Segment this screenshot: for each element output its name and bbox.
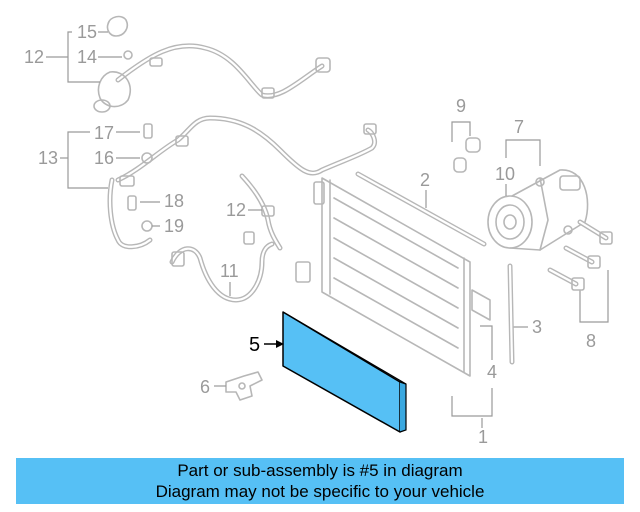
callout-1: 1 [478, 427, 488, 447]
receiver-drier [471, 289, 491, 321]
callout-group-condenser: 2 3 4 1 [420, 170, 542, 447]
banner-line-part: Part or sub-assembly is #5 in diagram [177, 461, 463, 480]
bolt [599, 231, 613, 245]
callout-6: 6 [200, 377, 210, 397]
valve-core [127, 195, 137, 211]
callout-3: 3 [532, 317, 542, 337]
callout-5: 5 [249, 334, 260, 356]
callout-15: 15 [77, 22, 97, 42]
o-ring-small [141, 152, 153, 164]
callout-11: 11 [220, 261, 239, 281]
middle-pipe-assembly [107, 115, 377, 250]
service-valve-cap [106, 15, 129, 37]
info-banner: Part or sub-assembly is #5 in diagram Di… [16, 458, 624, 504]
air-deflector-part-5 [282, 311, 401, 433]
banner-line-disclaimer: Diagram may not be specific to your vehi… [155, 482, 485, 501]
arrow-head-icon [276, 340, 284, 348]
seal-strip-2 [355, 171, 487, 247]
callout-group-13: 17 16 13 18 19 [38, 123, 184, 236]
callout-13: 13 [38, 148, 58, 168]
callout-12-upper: 12 [24, 47, 44, 67]
callout-10: 10 [495, 164, 515, 184]
callout-2: 2 [420, 170, 430, 190]
compressor [487, 169, 589, 251]
seal-washer [465, 137, 481, 153]
callout-14: 14 [77, 47, 97, 67]
o-ring [123, 50, 133, 60]
callout-9: 9 [456, 96, 466, 116]
hose-11-assembly: 11 [169, 241, 275, 303]
callout-group-compressor: 9 7 10 8 [451, 96, 613, 351]
highlighted-part-5: 5 [249, 311, 407, 433]
bracket-assembly: 6 [200, 371, 263, 401]
callout-19: 19 [164, 216, 184, 236]
upper-hose-assembly [93, 15, 331, 113]
callout-12-lower: 12 [226, 200, 246, 220]
callout-7: 7 [514, 117, 524, 137]
callout-18: 18 [164, 191, 184, 211]
pressure-switch [143, 123, 153, 139]
hose-fitting [315, 57, 331, 73]
callout-4: 4 [487, 362, 497, 382]
callout-16: 16 [94, 148, 114, 168]
short-hose-assembly: 12 [226, 173, 283, 251]
callout-17: 17 [94, 123, 114, 143]
seal-strip-3 [507, 263, 515, 365]
callout-group-12-top: 15 14 12 [24, 22, 122, 83]
condenser [295, 177, 491, 377]
callout-8: 8 [586, 331, 596, 351]
hose-block-fitting [97, 71, 132, 108]
